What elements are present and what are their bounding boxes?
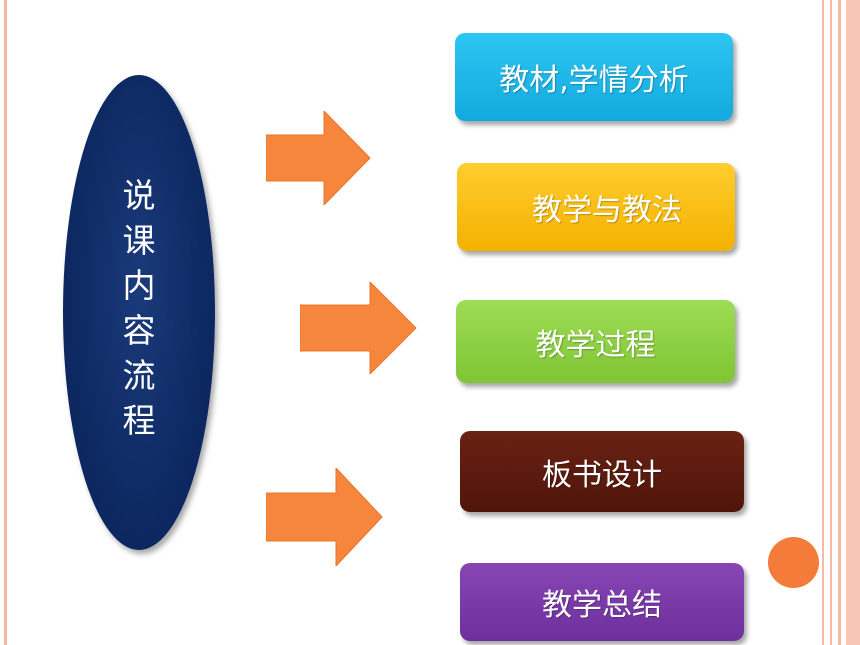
flow-item-box: 教学总结 — [460, 563, 744, 641]
central-char: 说 — [122, 176, 156, 215]
right-frame-line-3 — [838, 0, 841, 645]
right-arrow-icon — [300, 282, 417, 374]
flow-item-box: 教材,学情分析 — [455, 33, 733, 121]
right-frame-line-1 — [822, 0, 824, 645]
central-topic-ellipse: 说 课 内 容 流 程 — [63, 75, 215, 550]
flow-item-box: 教学与教法 — [457, 163, 735, 251]
central-char: 容 — [122, 311, 156, 350]
central-char: 内 — [122, 266, 156, 305]
right-arrow-icon — [266, 111, 371, 205]
flow-item-label: 板书设计 — [542, 457, 662, 493]
flow-item-label: 教材,学情分析 — [499, 63, 689, 98]
right-arrow-icon — [266, 468, 383, 566]
central-topic-label: 说 课 内 容 流 程 — [63, 173, 215, 443]
right-frame-band — [846, 0, 860, 645]
right-frame-line-2 — [830, 0, 832, 645]
decorative-dot — [768, 537, 819, 588]
left-frame-line — [4, 0, 7, 645]
central-char: 课 — [122, 221, 156, 260]
flow-item-label: 教学过程 — [535, 327, 656, 363]
flow-item-label: 教学总结 — [542, 588, 662, 623]
central-char: 流 — [122, 356, 156, 395]
flow-item-box: 板书设计 — [460, 431, 744, 512]
central-char: 程 — [122, 401, 156, 440]
flow-item-box: 教学过程 — [456, 300, 735, 383]
flow-item-label: 教学与教法 — [532, 193, 682, 228]
